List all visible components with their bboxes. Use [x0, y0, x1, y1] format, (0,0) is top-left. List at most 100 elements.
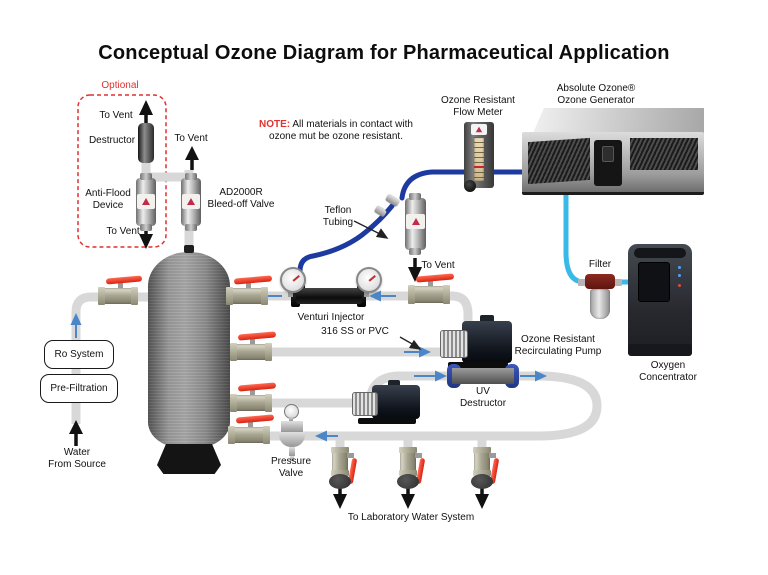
teflon-tube-lower	[297, 203, 395, 293]
brand-logo-icon	[142, 198, 150, 205]
status-led	[678, 284, 681, 287]
optional-dashed-box	[77, 94, 167, 248]
generator-control-panel	[594, 140, 622, 186]
oxygen-filter	[578, 272, 622, 320]
device-label-band	[406, 214, 425, 229]
label-line: Anti-Flood	[85, 188, 131, 199]
optional-label: Optional	[101, 80, 139, 91]
concentrator-handle	[634, 248, 686, 258]
label-line: Oxygen	[650, 360, 686, 371]
pressure-gauge	[356, 267, 382, 293]
uv-loop-pipe	[230, 371, 602, 441]
filter-outlet	[613, 279, 622, 286]
vent-label: To Vent	[174, 133, 208, 144]
tank-top-fitting	[184, 245, 194, 253]
pressure-gauge	[280, 267, 306, 293]
drop-outlet-cap	[329, 474, 351, 489]
page-title: Conceptual Ozone Diagram for Pharmaceuti…	[98, 42, 670, 64]
uv-destructor-label: UV Destructor	[460, 386, 506, 410]
ro-system-label: Ro System	[54, 349, 104, 360]
drop-outlet-cap	[471, 474, 493, 489]
feed-pipe	[71, 292, 170, 424]
flow-meter-float	[474, 166, 484, 168]
drop-outlet-cap	[397, 474, 419, 489]
ozone-generator	[522, 108, 704, 198]
anti-flood-device	[136, 173, 156, 231]
status-led	[678, 274, 681, 277]
note-text: All materials in contact with	[292, 119, 413, 130]
vent-arrow-head	[408, 267, 422, 282]
teflon-label: Teflon Tubing	[323, 205, 353, 229]
note-prefix: NOTE:	[259, 119, 291, 130]
flow-arrow-head	[435, 370, 447, 382]
flow-arrow-head	[535, 370, 547, 382]
ro-system-box: Ro System	[44, 340, 114, 369]
label-line: Teflon	[324, 205, 352, 216]
flow-arrow-stems	[75, 295, 536, 437]
pre-filtration-box: Pre-Filtration	[40, 374, 118, 403]
storage-tank	[148, 252, 230, 448]
flow-meter-label: Ozone Resistant Flow Meter	[441, 95, 515, 119]
lab-water-label: To Laboratory Water System	[347, 512, 475, 523]
oxygen-concentrator	[628, 244, 692, 356]
uv-destructor	[452, 368, 514, 384]
brand-logo-icon	[475, 126, 483, 133]
vent-label: To Vent	[99, 110, 133, 121]
vent-label: To Vent	[421, 260, 455, 271]
vent-arrow-head	[185, 146, 199, 160]
vent-arrow-heads	[69, 100, 489, 509]
pre-filtration-label: Pre-Filtration	[50, 383, 108, 394]
bleed-off-valve	[181, 173, 201, 231]
vent-arrow-head	[333, 494, 347, 509]
annotation-arrows	[353, 220, 422, 350]
label-line: Destructor	[459, 398, 507, 409]
teflon-pointer	[353, 220, 381, 235]
tank-base	[157, 444, 221, 474]
flow-arrow-head	[419, 346, 431, 358]
label-line: Absolute Ozone®	[556, 83, 636, 94]
device-label-band	[137, 194, 155, 209]
oxygen-concentrator-label: Oxygen Concentrator	[639, 360, 697, 384]
brand-logo-icon	[411, 218, 420, 225]
vent-label: To Vent	[106, 226, 140, 237]
pipe-material-pointer-head	[408, 339, 422, 350]
generator-vent-grille	[630, 138, 698, 170]
teflon-tube-upper	[399, 169, 551, 201]
label-line: Pressure	[270, 456, 312, 467]
filter-cap	[585, 274, 615, 289]
label-line: Device	[92, 200, 124, 211]
label-line: Ozone Resistant	[441, 95, 515, 106]
label-line: ozone mut be ozone resistant.	[269, 131, 403, 142]
label-line: Flow Meter	[453, 107, 503, 118]
recirculating-pump-label: Ozone Resistant Recirculating Pump	[515, 334, 602, 358]
filter-label: Filter	[588, 259, 612, 270]
vent-check-valve	[405, 193, 426, 255]
pressure-valve-label: Pressure Valve	[271, 456, 311, 480]
label-line: UV	[476, 386, 490, 397]
vent-arrow-head	[139, 100, 153, 115]
flow-meter-knob	[464, 180, 476, 192]
vent-arrow-head	[401, 494, 415, 509]
bleed-off-label: AD2000R Bleed-off Valve	[208, 187, 275, 211]
label-line: NOTE: All materials in contact with	[259, 119, 413, 131]
venturi-end-cap	[291, 285, 300, 307]
vent-arrow-head	[475, 494, 489, 509]
pipe-material-label: 316 SS or PVC	[321, 326, 389, 337]
oxygen-tube-left	[563, 183, 592, 285]
concentrator-base	[628, 344, 692, 356]
flow-meter	[464, 122, 494, 192]
label-line: Tubing	[322, 217, 354, 228]
venturi-injector	[296, 288, 362, 304]
generator-label: Absolute Ozone® Ozone Generator	[557, 83, 636, 107]
generator-vent-grille	[528, 137, 590, 185]
vent-arrow-head	[69, 420, 83, 434]
device-label-band	[182, 194, 200, 209]
flow-meter-logo	[471, 124, 487, 135]
materials-note: NOTE: All materials in contact with ozon…	[259, 119, 413, 143]
ozone-tube	[297, 169, 551, 293]
filter-inlet	[578, 279, 587, 286]
filter-bowl	[590, 289, 610, 319]
label-line: Valve	[278, 468, 304, 479]
label-line: Bleed-off Valve	[207, 199, 275, 210]
